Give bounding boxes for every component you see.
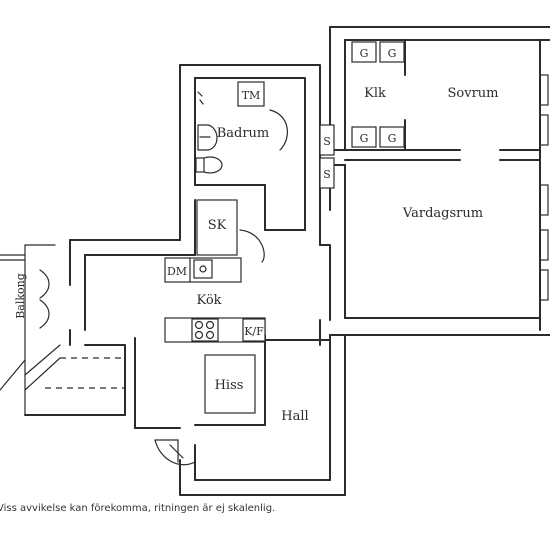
- fixture-label-g: G: [360, 47, 369, 60]
- room-labels: Klk Sovrum Badrum Vardagsrum SK Kök Hiss…: [14, 86, 499, 424]
- fixture-label-s: S: [323, 168, 331, 181]
- doors: [154, 109, 288, 466]
- fixture-label-tm: TM: [242, 89, 261, 102]
- closet-sk: [196, 199, 238, 256]
- fixture-label-g: G: [388, 47, 397, 60]
- cabinet-g-4: [379, 126, 405, 148]
- elevator: [204, 354, 256, 414]
- room-label-hall: Hall: [281, 409, 308, 424]
- cabinet-g-2: [379, 41, 405, 63]
- cabinet-s-1: [319, 124, 335, 156]
- room-label-sk: SK: [208, 218, 227, 233]
- room-label-hiss: Hiss: [215, 378, 244, 393]
- cabinet-s-2: [319, 157, 335, 189]
- fixture-label-kf: K/F: [244, 325, 264, 338]
- washing-machine: [237, 81, 265, 107]
- room-label-kok: Kök: [196, 293, 221, 308]
- room-label-badrum: Badrum: [217, 126, 270, 141]
- fridge-freezer: [242, 318, 266, 342]
- room-label-klk: Klk: [364, 86, 386, 101]
- fixture-labels: G G G G TM S S DM K/F: [167, 47, 396, 338]
- room-label-vardagsrum: Vardagsrum: [402, 206, 483, 221]
- fixture-label-g: G: [388, 132, 397, 145]
- disclaimer-text: Viss avvikelse kan förekomma, ritningen …: [0, 503, 275, 514]
- fixture-label-dm: DM: [167, 265, 187, 278]
- cabinet-g-3: [351, 126, 377, 148]
- balcony: [0, 244, 125, 416]
- fixture-label-s: S: [323, 135, 331, 148]
- fixture-label-g: G: [360, 132, 369, 145]
- kitchen-sink: [193, 259, 213, 279]
- room-label-balkong: Balkong: [14, 273, 27, 319]
- stove: [191, 318, 219, 342]
- cabinet-g-1: [351, 41, 377, 63]
- fixtures: [164, 41, 549, 414]
- room-label-sovrum: Sovrum: [448, 86, 499, 101]
